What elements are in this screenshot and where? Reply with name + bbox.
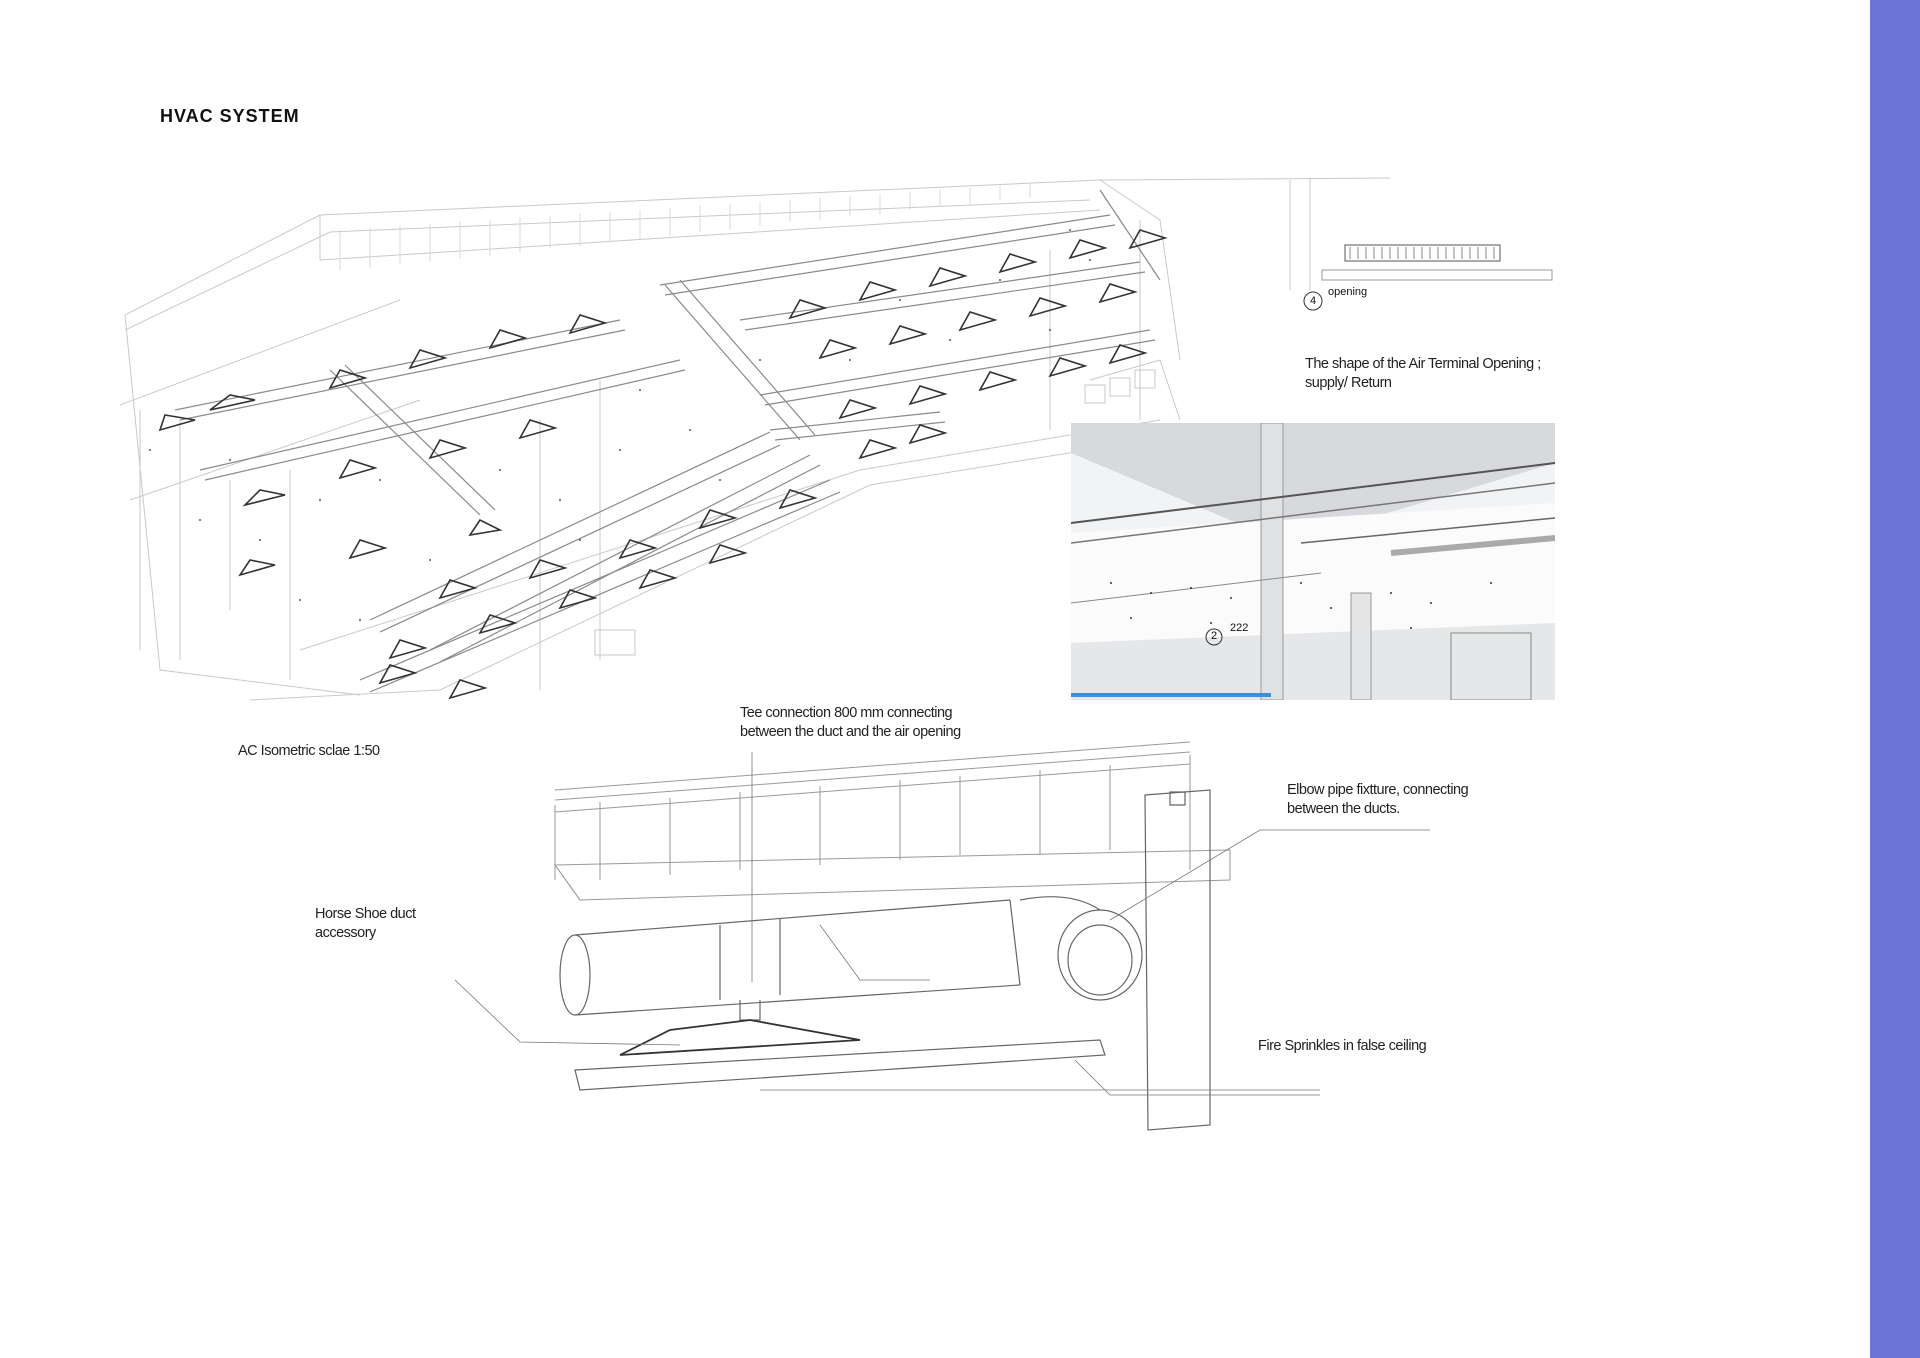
- ceiling-render-image: [1071, 423, 1555, 700]
- opening-marker: 4: [1310, 295, 1317, 307]
- isometric-caption: AC Isometric sclae 1:50: [238, 743, 380, 759]
- sprinkler-callout: Fire Sprinkles in false ceiling: [1258, 1038, 1427, 1054]
- opening-label: opening: [1328, 286, 1368, 298]
- horseshoe-callout-line2: accessory: [315, 925, 376, 941]
- tee-callout-line2: between the duct and the air opening: [740, 724, 961, 740]
- page-title: HVAC SYSTEM: [160, 106, 300, 126]
- tee-callout-line1: Tee connection 800 mm connecting: [740, 705, 953, 721]
- horseshoe-callout-line1: Horse Shoe duct: [315, 906, 416, 922]
- render-tag: 222: [1230, 622, 1249, 634]
- accent-sidebar: [1870, 0, 1920, 1358]
- air-terminal-caption-line1: The shape of the Air Terminal Opening ;: [1305, 356, 1541, 372]
- render-marker: 2: [1211, 630, 1218, 642]
- air-terminal-caption-line2: supply/ Return: [1305, 375, 1392, 391]
- elbow-callout-line1: Elbow pipe fixtture, connecting: [1287, 782, 1469, 798]
- elbow-callout-line2: between the ducts.: [1287, 801, 1400, 817]
